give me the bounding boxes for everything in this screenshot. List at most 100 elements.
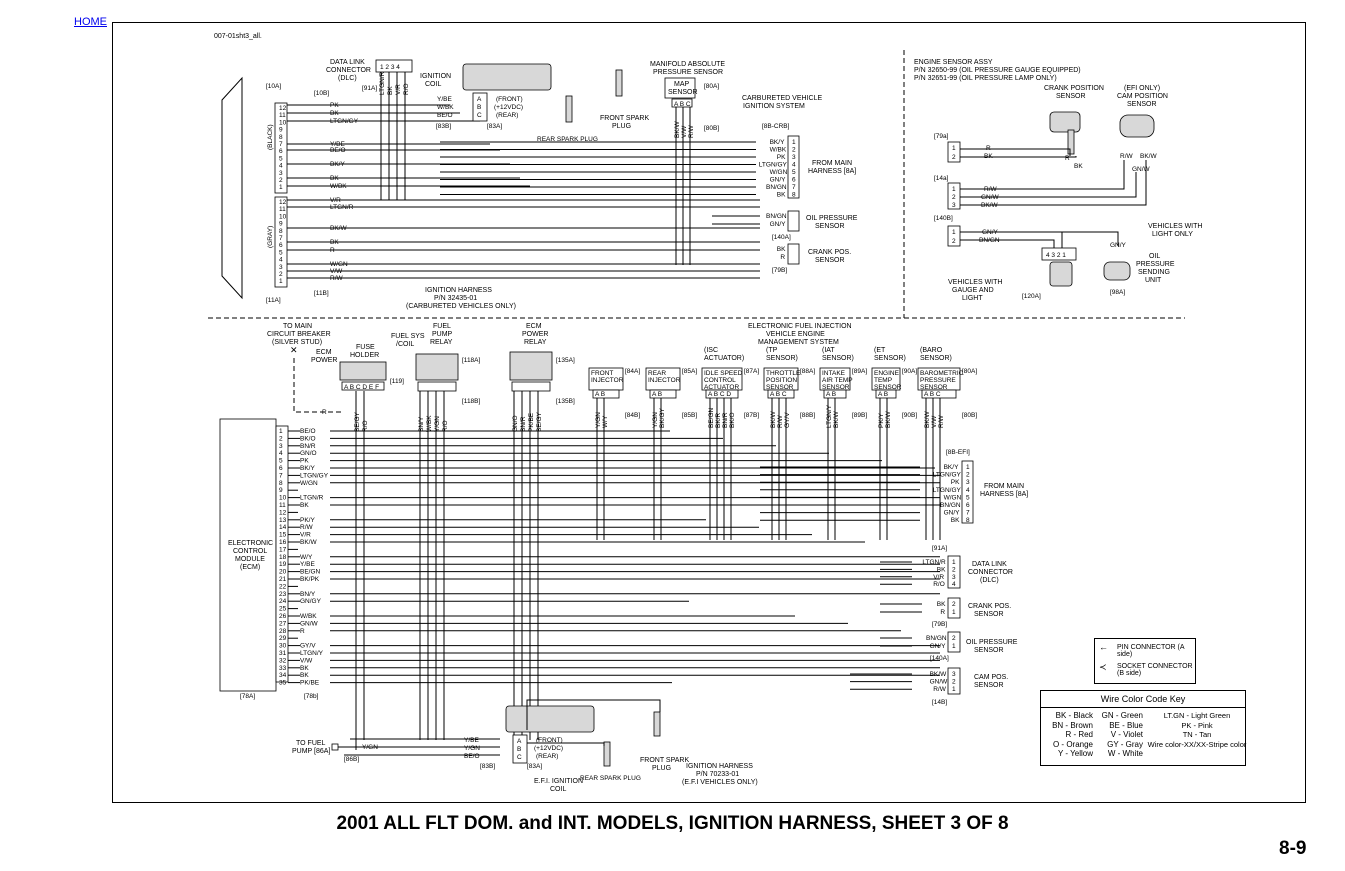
dlc-bottom-wire-label: LTGN/R: [922, 559, 946, 566]
cam-ref-bottom: [14B]: [932, 699, 947, 706]
ecm-pin-number: 20: [279, 569, 287, 576]
main-top-wire-label: BN/GN: [766, 184, 787, 191]
ecm-wire-label: GN/W: [300, 620, 319, 627]
home-link[interactable]: HOME: [74, 16, 107, 28]
ecm-pin-number: 16: [279, 539, 287, 546]
dlc-pins: 1 2 3 4: [380, 64, 400, 71]
svg-text:3: 3: [952, 202, 956, 209]
ecm-wire-label: BK/PK: [300, 576, 320, 583]
ecm-pin-number: 17: [279, 546, 287, 553]
main-bottom-pin: 4: [966, 487, 970, 494]
fuel-sys-coil-label: FUEL SYS/COIL: [391, 333, 425, 348]
main-top-pin: 6: [792, 177, 796, 184]
ecm-pin-number: 26: [279, 613, 287, 620]
efi-component-wire-label: R/W: [938, 415, 945, 429]
efi-component-wire-label: W/Y: [602, 415, 609, 428]
ecm-body: [219, 418, 277, 692]
efi-component-name: POSITION: [766, 377, 797, 384]
svg-text:1: 1: [952, 186, 956, 193]
efi-component-name: INJECTOR: [591, 377, 624, 384]
dlc-connector-top: [375, 59, 413, 73]
efi-component-name: INTAKE: [822, 370, 846, 377]
dlc-bottom-pin: 4: [952, 581, 956, 588]
relay-wire-label: PK/BE: [528, 412, 535, 432]
main-top-pin: 3: [792, 154, 796, 161]
coil-wire-1: Y/BE: [437, 96, 452, 103]
efi-component-header: ACTUATOR): [704, 355, 744, 362]
ecu-pin-number: 11: [279, 112, 286, 119]
efi-component-connector: [592, 389, 620, 399]
main-top-pin: 1: [792, 139, 796, 146]
efi-component-header: SENSOR): [874, 355, 906, 362]
main-top-pin: 4: [792, 162, 796, 169]
ecm-wire-label: BK: [300, 665, 309, 672]
main-top-pin: 2: [792, 147, 796, 154]
efi-component-name: SENSOR: [920, 384, 948, 391]
efi-component-connector: [767, 389, 795, 399]
ecm-power-relay-connector: [511, 381, 551, 392]
ecm-pin-number: 34: [279, 672, 287, 679]
fuel-pump-connector: [331, 743, 339, 751]
ecu-connector-body: [221, 76, 243, 300]
fpr-ref-b: [118B]: [462, 398, 481, 405]
dlc-bottom-pin: 1: [952, 559, 956, 566]
ecm-pin-number: 12: [279, 509, 287, 516]
map-sensor-connector: [671, 98, 693, 108]
efi-component-header: SENSOR): [766, 355, 798, 362]
ecm-pin-number: 1: [279, 428, 283, 435]
map-sensor-box: [664, 77, 696, 99]
efi-component-connector: [921, 389, 957, 399]
coil-desc-front: (FRONT): [496, 96, 523, 103]
key-gy: GY - Gray: [1107, 739, 1143, 749]
cam-bottom-wire-label: R/W: [933, 686, 947, 693]
relay-wire-label: BN/R: [520, 416, 527, 432]
efi-component-pins: A B C: [770, 391, 787, 398]
ecm-pin-number: 3: [279, 443, 283, 450]
svg-text:R/W: R/W: [1120, 153, 1134, 160]
cam-bottom-wire-label: BK/W: [930, 671, 947, 678]
crank-bottom-pin: 2: [952, 601, 956, 608]
oil-top-wire-label: GN/Y: [770, 221, 787, 228]
ecu-pin-number: 10: [279, 213, 287, 220]
oil-bottom-pin: 1: [952, 643, 956, 650]
ecm-pin-number: 28: [279, 628, 287, 635]
ecu-pin-number: 5: [279, 249, 283, 256]
main-top-wire-label: BK: [777, 192, 786, 199]
map-wire-label: R/W: [688, 125, 695, 139]
svg-text:R: R: [322, 409, 327, 416]
efi-component-wire-label: PK/Y: [878, 413, 885, 428]
ecm-pin-number: 7: [279, 472, 283, 479]
ecu-pin-number: 6: [279, 148, 283, 155]
ecm-pin-number: 32: [279, 657, 287, 664]
circuit-breaker-x: ✕: [290, 345, 298, 355]
fuse-holder-body: [339, 361, 387, 381]
efi-component-ref2: [88B]: [800, 412, 815, 419]
efi-component-name: PRESSURE: [920, 377, 956, 384]
ecm-wire-label: BK: [300, 502, 309, 509]
oil-bottom-pin: 2: [952, 635, 956, 642]
main-bottom-wire-label: BN/GN: [940, 502, 961, 509]
fuel-pump-ref: [86B]: [344, 756, 359, 763]
ecm-pin-number: 4: [279, 450, 283, 457]
map-ref-a: [80A]: [704, 83, 719, 90]
coil-desc-12v: (+12VDC): [494, 104, 523, 111]
ecm-pin-number: 24: [279, 598, 287, 605]
ignition-coil-connector: [472, 92, 488, 122]
ecu-ref-bottom2: [11B]: [314, 290, 329, 297]
efi-component-name: SENSOR: [874, 384, 902, 391]
ecu-pin-number: 8: [279, 134, 283, 141]
ecm-wire-label: V/R: [300, 532, 311, 539]
oil-sender-connector: [1041, 247, 1077, 261]
dlc-bottom-wire-label: R/O: [933, 581, 945, 588]
svg-text:B: B: [517, 746, 521, 753]
